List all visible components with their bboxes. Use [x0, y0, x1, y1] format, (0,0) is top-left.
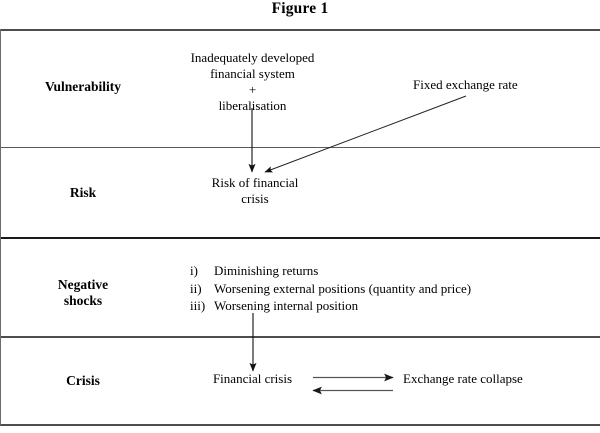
risk-outcome-line2: crisis — [241, 191, 269, 206]
list-item-label: Worsening external positions (quantity a… — [214, 280, 472, 296]
list-item-marker: i) — [190, 263, 198, 278]
list-item-label: Worsening internal position — [214, 298, 359, 313]
rule-shocks-crisis — [0, 336, 600, 338]
row-label-risk: Risk — [69, 185, 97, 200]
row-label-crisis: Crisis — [66, 373, 100, 388]
vulnerability-cause-line4: liberalisation — [218, 98, 287, 113]
rule-top — [0, 29, 600, 31]
risk-outcome-line1: Risk of financial — [211, 175, 299, 190]
negative-shocks-list: i) Diminishing returns ii) Worsening ext… — [190, 262, 471, 315]
rule-risk-shocks — [0, 237, 600, 239]
fixed-exchange-rate-label: Fixed exchange rate — [413, 77, 518, 92]
row-label-vulnerability: Vulnerability — [44, 79, 122, 94]
financial-crisis-label: Financial crisis — [212, 371, 293, 386]
rule-bottom — [0, 424, 600, 426]
list-item: i) Diminishing returns — [190, 262, 471, 280]
exchange-rate-collapse-label: Exchange rate collapse — [403, 371, 523, 386]
left-border-risk — [0, 147, 1, 238]
left-border-shocks — [0, 237, 1, 337]
left-border-crisis — [0, 336, 1, 425]
rule-vulnerability-risk — [0, 147, 600, 148]
page-title: Figure 1 — [271, 0, 329, 17]
vulnerability-cause-line1: Inadequately developed — [190, 50, 315, 65]
list-item: iii) Worsening internal position — [190, 297, 471, 315]
row-label-negative-shocks-line1: Negative — [57, 277, 109, 292]
row-label-negative-shocks-line2: shocks — [63, 293, 103, 308]
list-item: ii) Worsening external positions (quanti… — [190, 280, 471, 298]
list-item-marker: ii) — [190, 280, 202, 296]
vulnerability-cause-line3: + — [248, 82, 257, 97]
vulnerability-cause-line2: financial system — [210, 66, 295, 81]
list-item-marker: iii) — [190, 298, 206, 313]
left-border-vulnerability — [0, 29, 1, 147]
list-item-label: Diminishing returns — [214, 263, 319, 278]
